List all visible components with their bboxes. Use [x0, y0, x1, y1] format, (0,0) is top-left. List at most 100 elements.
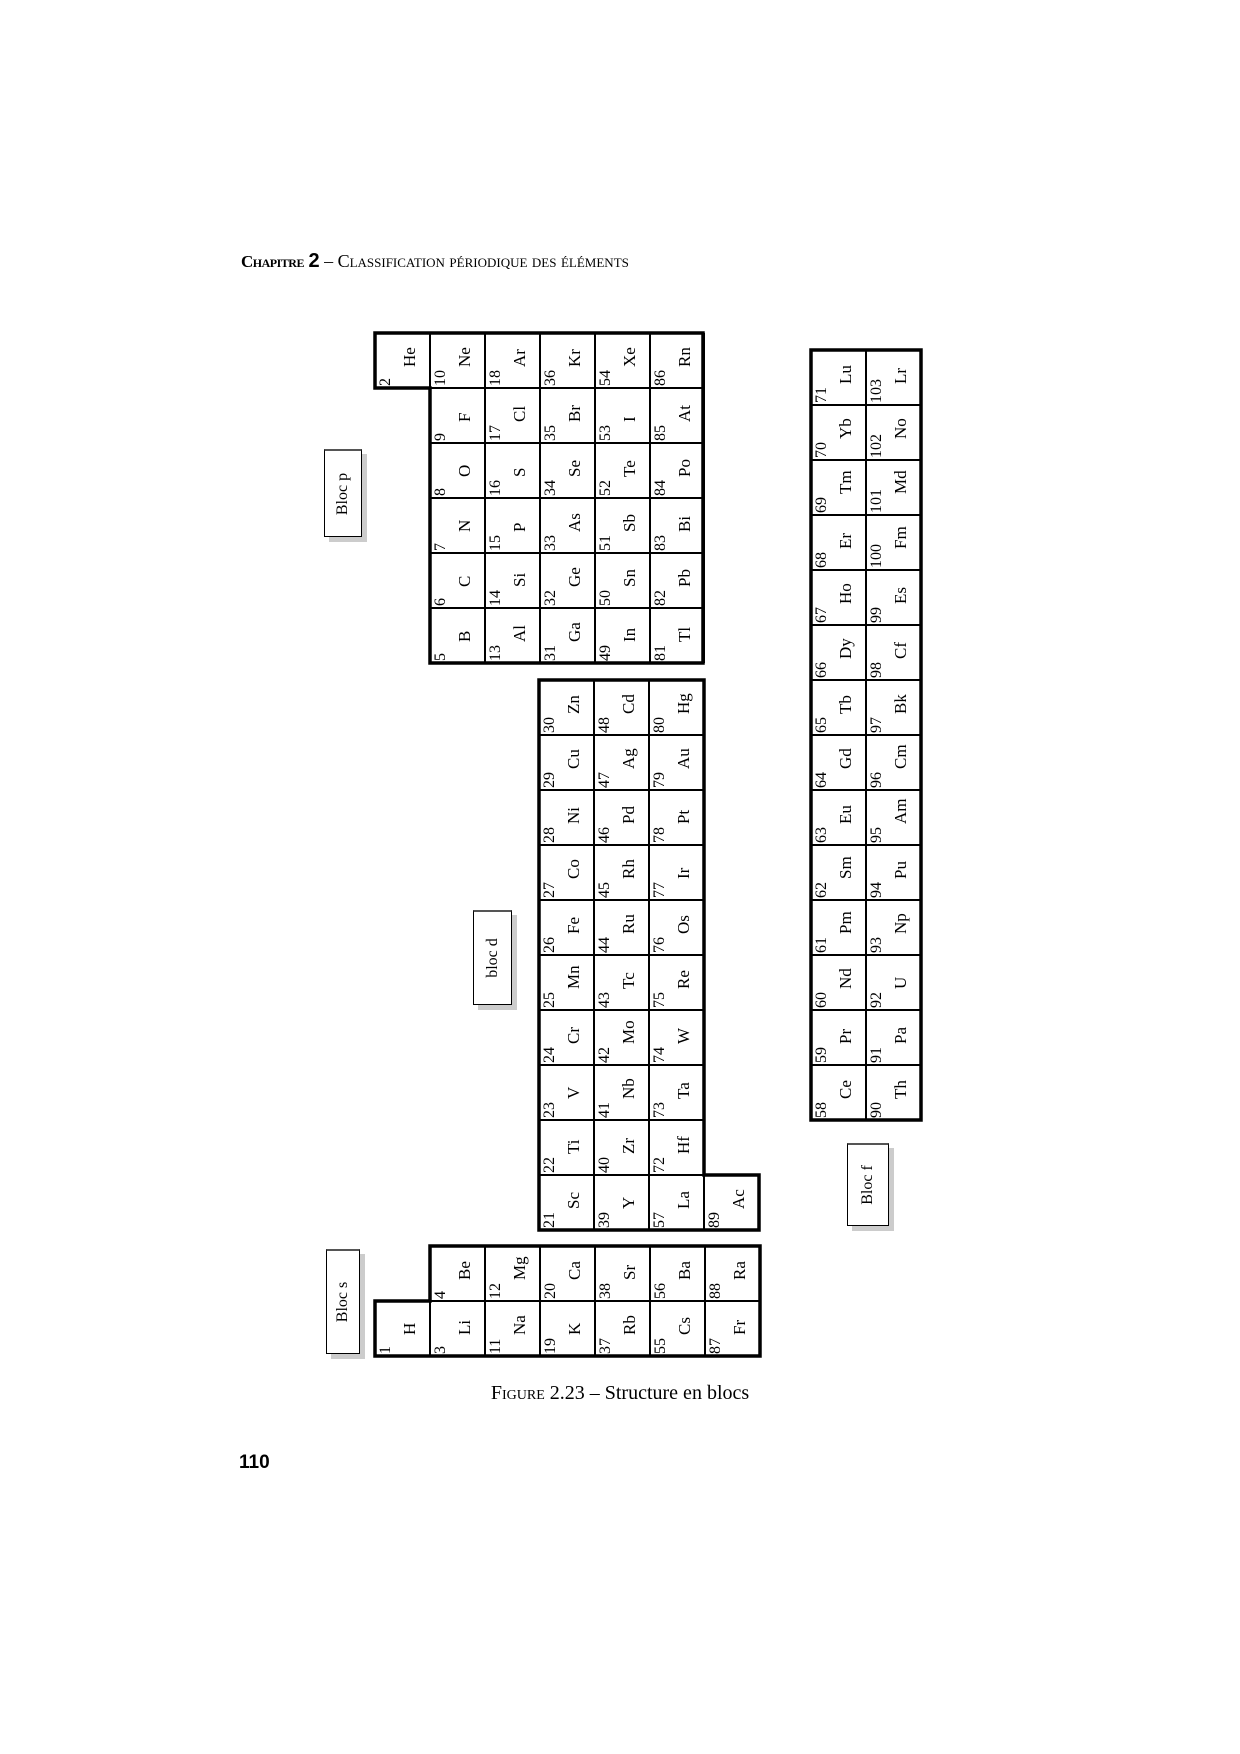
atomic-number: 61: [813, 937, 830, 953]
element-symbol: Sr: [620, 1264, 639, 1280]
atomic-number: 96: [868, 772, 885, 788]
element-symbol: Ge: [565, 567, 584, 587]
atomic-number: 59: [813, 1047, 830, 1063]
atomic-number: 49: [597, 645, 614, 661]
atomic-number: 63: [813, 827, 830, 843]
atomic-number: 21: [541, 1212, 558, 1228]
atomic-number: 66: [813, 662, 830, 678]
atomic-number: 42: [596, 1047, 613, 1063]
element-symbol: Zn: [564, 695, 583, 714]
atomic-number: 60: [813, 992, 830, 1008]
atomic-number: 30: [541, 717, 558, 733]
atomic-number: 76: [651, 937, 668, 953]
atomic-number: 100: [868, 544, 885, 568]
element-symbol: V: [564, 1086, 583, 1099]
atomic-number: 17: [487, 425, 504, 441]
atomic-number: 73: [651, 1102, 668, 1118]
atomic-number: 4: [432, 1291, 449, 1299]
atomic-number: 50: [597, 590, 614, 606]
element-symbol: No: [891, 418, 910, 439]
element-symbol: Rb: [620, 1315, 639, 1335]
element-symbol: K: [565, 1322, 584, 1335]
atomic-number: 52: [597, 480, 614, 496]
atomic-number: 69: [813, 497, 830, 513]
element-symbol: Te: [620, 460, 639, 477]
atomic-number: 85: [652, 425, 669, 441]
atomic-number: 65: [813, 717, 830, 733]
element-symbol: S: [510, 467, 529, 477]
element-symbol: Cm: [891, 744, 910, 769]
element-cell-S: 16 S: [485, 443, 540, 498]
element-symbol: Ra: [730, 1261, 749, 1280]
element-symbol: As: [565, 513, 584, 532]
element-symbol: Cl: [510, 405, 529, 422]
atomic-number: 62: [813, 882, 830, 898]
bloc-p-label: Bloc p: [324, 449, 362, 537]
atomic-number: 23: [541, 1102, 558, 1118]
element-symbol: Fr: [730, 1319, 749, 1335]
element-symbol: Tl: [675, 626, 694, 642]
atomic-number: 16: [487, 480, 504, 496]
atomic-number: 27: [541, 882, 558, 898]
atomic-number: 34: [542, 480, 559, 496]
element-symbol: Ni: [564, 807, 583, 824]
atomic-number: 44: [596, 937, 613, 953]
element-symbol: He: [400, 347, 419, 367]
element-symbol: Ti: [564, 1139, 583, 1154]
element-cell-No: 102 No: [866, 405, 921, 460]
element-symbol: Ac: [729, 1189, 748, 1209]
element-symbol: Md: [891, 470, 910, 494]
element-symbol: Cr: [564, 1027, 583, 1044]
atomic-number: 48: [596, 717, 613, 733]
atomic-number: 102: [868, 434, 885, 458]
element-symbol: Sn: [620, 569, 639, 587]
element-symbol: P: [510, 522, 529, 532]
element-cell-Te: 52 Te: [595, 443, 650, 498]
element-symbol: Pd: [619, 806, 638, 824]
